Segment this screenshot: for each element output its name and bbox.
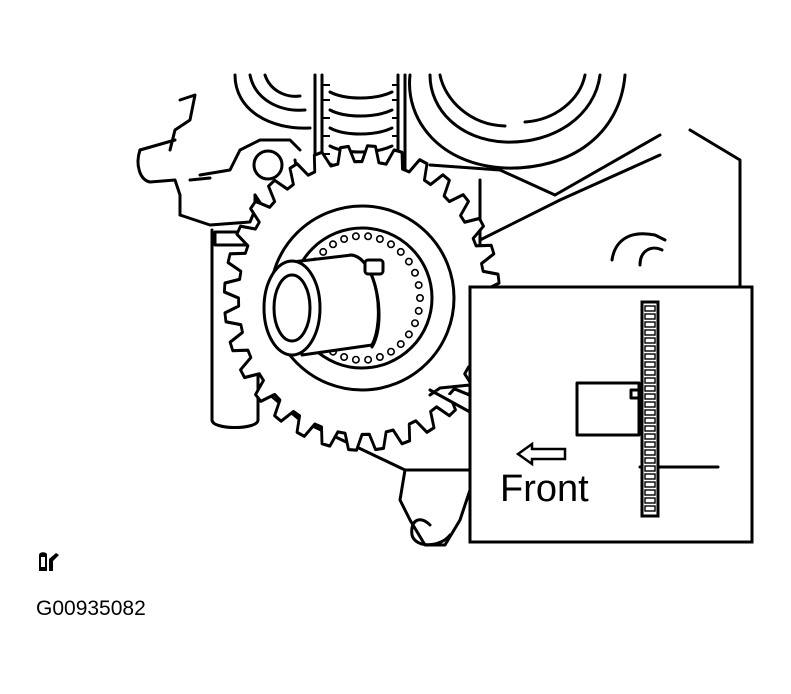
front-direction-label: Front [500,468,589,510]
detail-sprocket-tooth [644,505,656,512]
sprocket-hole [415,293,424,302]
detail-sprocket-tooth [644,465,656,472]
sprocket-hole [386,240,395,249]
detail-sprocket-tooth [644,489,656,496]
sprocket-hole [364,355,373,364]
detail-sprocket-tooth [644,337,656,344]
sprocket-hole [364,232,373,241]
detail-sprocket-tooth [644,401,656,408]
detail-sprocket-tooth [644,481,656,488]
sprocket-hole [404,330,413,339]
detail-sprocket-tooth [644,321,656,328]
detail-sprocket-tooth [644,433,656,440]
sprocket-hole [414,306,423,315]
sprocket-hole [410,268,419,277]
sprocket-hole [328,240,337,249]
sprocket-hole [340,235,349,244]
detail-sprocket-tooth [644,449,656,456]
sprocket-hole [396,247,405,256]
crankshaft-pulley [408,73,627,170]
front-direction-arrow-icon [515,441,567,467]
sprocket-sleeve [262,253,385,357]
detail-view-box [428,285,754,544]
sprocket-hole [404,257,413,266]
detail-sprocket-tooth [644,353,656,360]
detail-sprocket-tooth [644,417,656,424]
sprocket-hole [340,352,349,361]
detail-sprocket-tooth [644,313,656,320]
detail-sprocket-tooth [644,305,656,312]
detail-sprocket-tooth [644,409,656,416]
sprocket-hole [319,247,328,256]
sprocket-hole [375,352,384,361]
sprocket-hole [410,319,419,328]
detail-sprocket-tooth [644,393,656,400]
detail-sprocket-tooth [644,497,656,504]
detail-sprocket-tooth [644,425,656,432]
sprocket-hole [351,232,360,241]
detail-sprocket-tooth [644,441,656,448]
sprocket-hole [396,340,405,349]
sprocket-hole [414,281,423,290]
detail-sprocket-tooth [644,385,656,392]
manufacturer-logo-icon [39,552,59,571]
detail-sprocket-tooth [644,369,656,376]
detail-sprocket-tooth [644,377,656,384]
sprocket-hole [386,347,395,356]
detail-sprocket-tooth [644,361,656,368]
detail-sprocket-tooth [644,329,656,336]
sprocket-hole [351,355,360,364]
sprocket-hole [375,235,384,244]
idler-pulley [233,73,312,130]
detail-sprocket-tooth [644,473,656,480]
detail-sprocket-tooth [644,457,656,464]
figure-id: G00935082 [36,597,146,620]
detail-sprocket-tooth [644,345,656,352]
